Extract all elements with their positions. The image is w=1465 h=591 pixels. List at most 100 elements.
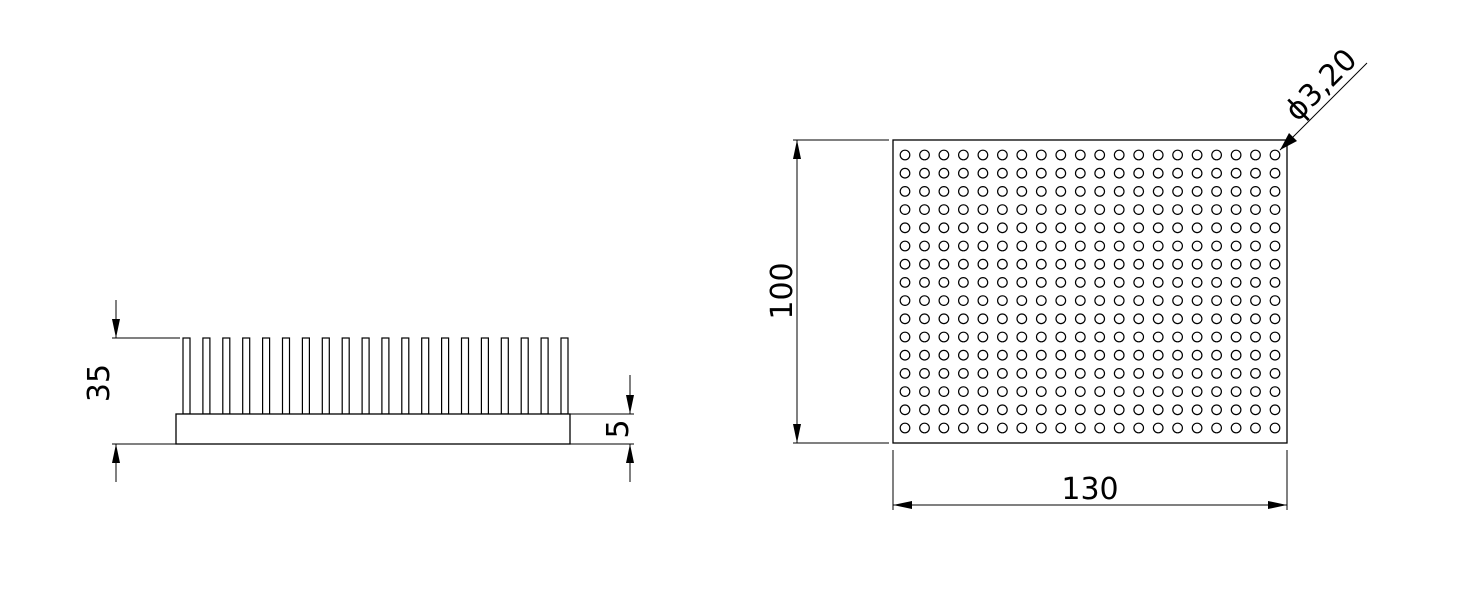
fin (281, 337, 291, 415)
hole (938, 204, 950, 216)
fin (441, 337, 450, 415)
hole (1055, 222, 1067, 234)
hole (1269, 240, 1281, 252)
hole (997, 368, 1008, 379)
fin (321, 337, 330, 415)
hole (1113, 149, 1125, 161)
hole (1269, 185, 1281, 197)
hole (1094, 185, 1106, 197)
hole (1250, 240, 1261, 252)
hole (1172, 185, 1183, 197)
hole (977, 331, 989, 343)
hole (1133, 331, 1145, 343)
hole (1152, 240, 1164, 252)
hole (1250, 331, 1261, 343)
hole (1269, 258, 1281, 270)
hole (1211, 185, 1222, 197)
hole (1113, 404, 1125, 416)
fin (222, 337, 231, 415)
hole (997, 331, 1008, 343)
hole (1269, 368, 1281, 379)
hole (1016, 313, 1028, 325)
hole (1152, 295, 1164, 307)
hole (1035, 204, 1047, 216)
hole (1113, 258, 1125, 270)
leader-arrow (1280, 133, 1297, 150)
width-label: 130 (1061, 472, 1118, 507)
hole (1094, 313, 1106, 325)
hole (1133, 167, 1145, 179)
hole (1191, 185, 1203, 197)
hole (1269, 167, 1281, 179)
hole (1035, 185, 1047, 197)
hole (1113, 295, 1125, 307)
hole (919, 368, 930, 379)
hole (1055, 386, 1067, 398)
hole (958, 386, 969, 398)
hole (938, 295, 950, 307)
depth-label: 100 (765, 262, 800, 319)
hole (1211, 295, 1222, 307)
hole (1094, 149, 1106, 161)
hole (977, 167, 989, 179)
hole (899, 313, 911, 325)
hole (1211, 240, 1222, 252)
hole (1133, 277, 1145, 288)
hole (958, 204, 969, 216)
hole (1094, 386, 1106, 398)
fin (361, 337, 370, 415)
hole (1250, 368, 1261, 379)
hole (938, 368, 950, 379)
hole (1172, 313, 1183, 325)
hole (919, 277, 930, 288)
hole (997, 167, 1008, 179)
hole (1133, 295, 1145, 307)
hole (1211, 167, 1222, 179)
hole (1113, 422, 1125, 434)
hole (977, 222, 989, 234)
hole (919, 386, 930, 398)
hole (1230, 185, 1242, 197)
hole (1055, 277, 1067, 288)
hole (1250, 149, 1261, 161)
fin (341, 337, 350, 415)
hole (958, 422, 969, 434)
hole (938, 422, 950, 434)
hole (958, 222, 969, 234)
hole (1191, 368, 1203, 379)
hole (1172, 349, 1183, 361)
hole (1094, 258, 1106, 270)
hole (1094, 167, 1106, 179)
hole (1191, 204, 1203, 216)
hole (958, 167, 969, 179)
hole (1211, 331, 1222, 343)
hole (938, 167, 950, 179)
hole (977, 386, 989, 398)
hole (899, 204, 911, 216)
hole (1094, 240, 1106, 252)
hole (1152, 404, 1164, 416)
hole (938, 258, 950, 270)
hole (997, 404, 1008, 416)
hole (958, 404, 969, 416)
hole (938, 386, 950, 398)
hole (1035, 149, 1047, 161)
fin (540, 337, 549, 415)
hole (1172, 167, 1183, 179)
fin-group (182, 337, 569, 415)
hole (977, 368, 989, 379)
hole (899, 331, 911, 343)
hole (1230, 258, 1242, 270)
arrow-up (626, 444, 634, 463)
hole (997, 349, 1008, 361)
hole (1250, 404, 1261, 416)
hole (1055, 185, 1067, 197)
hole (1269, 149, 1281, 161)
hole (1172, 404, 1183, 416)
hole (1250, 222, 1261, 234)
hole (1016, 240, 1028, 252)
hole-diameter-callout: ϕ3,20 (1278, 42, 1368, 151)
hole (1230, 386, 1242, 398)
hole (1211, 368, 1222, 379)
hole (1172, 149, 1183, 161)
